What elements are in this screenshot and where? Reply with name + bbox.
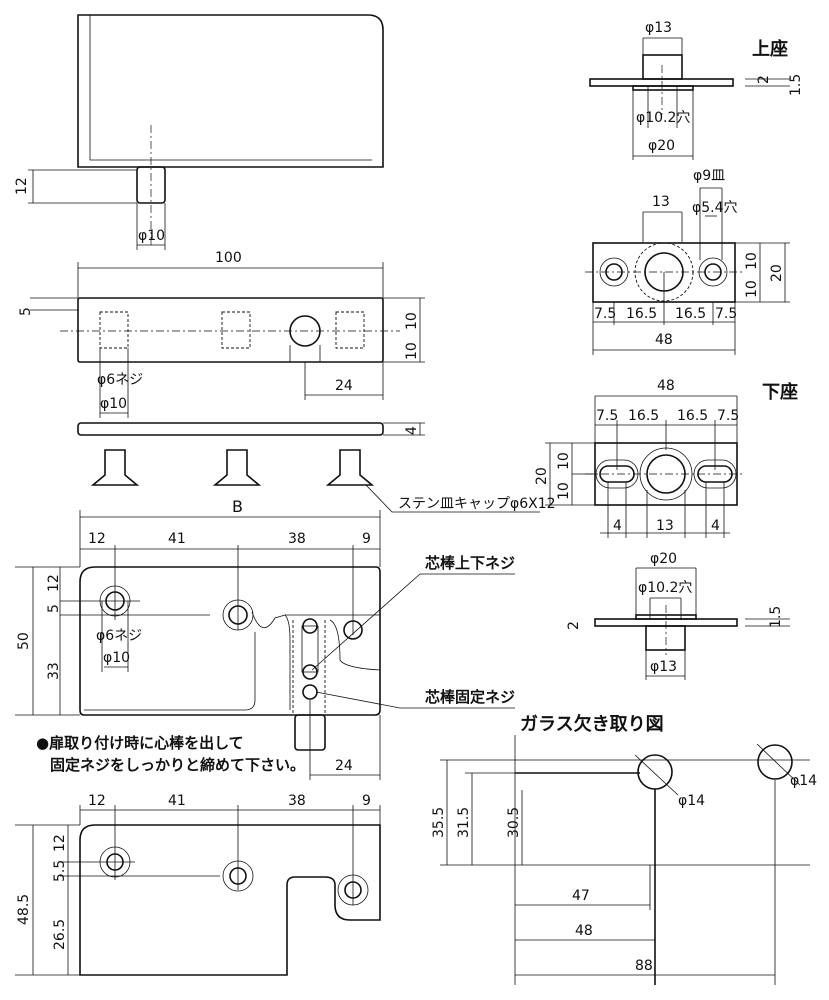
mid-dim: 5 [46, 604, 62, 613]
boss-diameter: φ13 [650, 659, 677, 675]
pin-diameter-dim: φ10 [138, 228, 165, 244]
spacing-1: 7.5 [594, 306, 616, 322]
spacing-4: 7.5 [717, 408, 739, 424]
spacing-2: 41 [168, 793, 186, 809]
boss-width-dim: 13 [652, 194, 670, 210]
hole-dim: φ10.2穴 [638, 580, 692, 596]
length-dim: 48 [657, 378, 675, 394]
dim-88: 88 [635, 958, 653, 974]
width-dim: 100 [215, 250, 242, 266]
thickness-b: 1.5 [768, 606, 784, 628]
height-dim: 50 [16, 632, 32, 650]
height-dim: 20 [534, 467, 550, 485]
spacing-4: 9 [362, 793, 371, 809]
screw-callout: ステン皿キャップφ6X12 [398, 496, 556, 512]
hole-dim: φ10.2穴 [636, 110, 690, 126]
upper-seat: 上座 φ13 φ10.2穴 φ20 2 1.5 φ9皿 13 φ5.4穴 1 [585, 20, 804, 355]
dim-31-5: 31.5 [456, 807, 472, 838]
height-upper-dim: 10 [404, 312, 420, 330]
screw-thread-dim: φ6ネジ [97, 372, 143, 388]
thickness-a: 2 [566, 621, 582, 630]
callout-fix-screw: 芯棒固定ネジ [425, 688, 515, 706]
screw-icons [90, 449, 375, 486]
half-b: 10 [744, 280, 760, 298]
spacing-4: 9 [362, 531, 371, 547]
top-dim: 12 [52, 834, 68, 852]
lower-seat-title: 下座 [762, 381, 798, 403]
spacing-2: 16.5 [628, 408, 659, 424]
thickness-b: 1.5 [788, 74, 804, 96]
height-dim: 20 [769, 264, 785, 282]
height-lower-dim: 10 [404, 342, 420, 360]
half-b: 10 [556, 482, 572, 500]
screw-thread-dim: φ6ネジ [96, 628, 142, 644]
spacing-4: 7.5 [715, 306, 737, 322]
slot-a: 4 [613, 518, 622, 534]
note-line-2: 固定ネジをしっかりと締めて下さい。 [50, 756, 305, 774]
lower-seat: 下座 48 7.5 16.5 16.5 7.5 20 10 10 4 13 4 … [534, 378, 798, 680]
dim-30-5: 30.5 [506, 807, 522, 838]
top-dim: 12 [46, 574, 62, 592]
hole-a-dim: φ14 [678, 793, 705, 809]
screw-hole-dim: φ5.4穴 [692, 200, 738, 216]
body-view: B 12 41 38 9 50 12 5 33 φ6ネジ [15, 497, 515, 780]
hole-b-dim: φ14 [790, 773, 817, 789]
mid-dim: 5.5 [52, 860, 68, 882]
slot-b: 4 [711, 518, 720, 534]
spacing-2: 41 [168, 531, 186, 547]
dim-35-5: 35.5 [431, 807, 447, 838]
pin-offset-dim: 24 [335, 378, 353, 394]
plate-thickness-dim: 4 [404, 426, 420, 435]
screw-head-dim: φ10 [100, 396, 127, 412]
glass-cutout-diagram: ガラス欠き取り図 φ14 φ14 35.5 31.5 30.5 47 48 88 [431, 713, 817, 985]
pin-offset-dim: 24 [335, 758, 353, 774]
half-a: 10 [744, 252, 760, 270]
door-side-view: 100 5 10 10 24 φ6ネジ φ10 4 [18, 250, 556, 513]
length-dim: 48 [655, 332, 673, 348]
lower-dim: 26.5 [52, 919, 68, 950]
flange-dim: φ20 [648, 138, 675, 154]
top-offset-dim: 5 [18, 307, 34, 316]
width-b-label: B [232, 497, 243, 516]
spacing-2: 16.5 [626, 306, 657, 322]
thickness-a: 2 [756, 75, 772, 84]
boss-diameter: φ13 [645, 20, 672, 36]
door-front-view: 12 φ10 [14, 14, 384, 250]
glass-cutout-title: ガラス欠き取り図 [520, 713, 664, 735]
lower-dim: 33 [46, 662, 62, 680]
spacing-1: 12 [88, 531, 106, 547]
half-a: 10 [556, 452, 572, 470]
spacing-1: 7.5 [596, 408, 618, 424]
dim-47: 47 [572, 888, 590, 904]
countersink-dim: φ9皿 [693, 168, 725, 184]
spacing-3: 16.5 [675, 306, 706, 322]
pin-length-dim: 12 [14, 177, 30, 195]
callout-upper-screw: 芯棒上下ネジ [425, 554, 515, 572]
dim-48: 48 [575, 923, 593, 939]
note-line-1: ●扉取り付け時に心棒を出して [36, 734, 244, 752]
screw-head-dim: φ10 [103, 650, 130, 666]
bottom-view: 12 41 38 9 48.5 12 5.5 26.5 [15, 793, 381, 976]
spacing-3: 16.5 [677, 408, 708, 424]
spacing-3: 38 [288, 531, 306, 547]
flange-dim: φ20 [650, 551, 677, 567]
center-dim: 13 [656, 518, 674, 534]
spacing-1: 12 [88, 793, 106, 809]
spacing-3: 38 [288, 793, 306, 809]
height-dim: 48.5 [16, 894, 32, 925]
upper-seat-title: 上座 [752, 38, 788, 60]
